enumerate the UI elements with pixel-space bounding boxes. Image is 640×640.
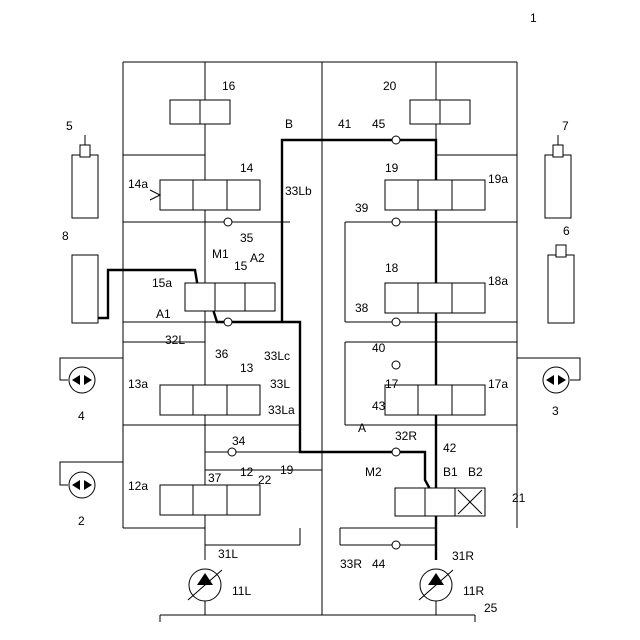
motor-4	[60, 358, 123, 393]
valve-17	[385, 385, 485, 415]
label-43: 43	[372, 399, 386, 413]
cylinder-7	[545, 135, 571, 218]
label-8: 8	[62, 229, 69, 243]
label-12: 12	[240, 465, 254, 479]
label-14: 14	[240, 161, 254, 175]
label-22: 22	[258, 473, 272, 487]
label-31L: 31L	[218, 547, 238, 561]
valve-16	[170, 100, 230, 124]
actuator-8	[72, 255, 98, 323]
label-21: 21	[512, 491, 526, 505]
label-17: 17	[385, 377, 399, 391]
label-16: 16	[222, 79, 236, 93]
label-33La: 33La	[268, 403, 295, 417]
label-45: 45	[372, 117, 386, 131]
motor-2	[60, 462, 123, 498]
label-38: 38	[355, 301, 369, 315]
label-34: 34	[232, 434, 246, 448]
valve-18	[385, 283, 485, 313]
label-A: A	[358, 421, 366, 435]
label-33R: 33R	[340, 557, 362, 571]
label-13: 13	[240, 361, 254, 375]
label-B1: B1	[443, 465, 458, 479]
motor-3	[517, 358, 580, 393]
label-B: B	[285, 117, 293, 131]
label-11L: 11L	[232, 584, 251, 598]
valve-19	[385, 180, 485, 210]
valve-20	[410, 100, 470, 124]
label-14a: 14a	[128, 177, 148, 191]
valve-21	[395, 488, 485, 516]
label-31R: 31R	[452, 549, 474, 563]
label-37: 37	[208, 471, 222, 485]
label-3: 3	[552, 404, 559, 418]
label-33Lc: 33Lc	[264, 349, 290, 363]
label-18a: 18a	[488, 274, 508, 288]
label-19b: 19	[280, 463, 294, 477]
label-42: 42	[443, 441, 457, 455]
pump-11L	[188, 569, 222, 601]
label-4: 4	[78, 409, 85, 423]
label-20: 20	[383, 79, 397, 93]
label-33L: 33L	[270, 377, 290, 391]
valve-12	[160, 485, 260, 515]
label-5: 5	[66, 119, 73, 133]
valve-15	[185, 283, 275, 311]
label-17a: 17a	[488, 377, 508, 391]
valve-13	[160, 385, 260, 415]
label-13a: 13a	[128, 377, 148, 391]
label-1: 1	[530, 11, 537, 25]
label-12a: 12a	[128, 479, 148, 493]
label-39: 39	[355, 201, 369, 215]
labels: 1 5 7 8 6 4 3 2 16 20 14 14a 19 19a 15 1…	[62, 11, 570, 615]
label-18: 18	[385, 261, 399, 275]
label-B2: B2	[468, 465, 483, 479]
valve-14	[150, 180, 260, 210]
label-M2: M2	[365, 465, 382, 479]
label-A2: A2	[250, 251, 265, 265]
label-6: 6	[563, 224, 570, 238]
label-2: 2	[78, 514, 85, 528]
label-11R: 11R	[463, 584, 484, 598]
label-15: 15	[234, 259, 248, 273]
label-44: 44	[372, 557, 386, 571]
label-25: 25	[484, 601, 498, 615]
label-19a: 19a	[488, 172, 508, 186]
label-32L: 32L	[165, 333, 185, 347]
label-15a: 15a	[152, 276, 172, 290]
label-40: 40	[372, 341, 386, 355]
label-33Lb: 33Lb	[285, 184, 312, 198]
label-35: 35	[240, 231, 254, 245]
label-36: 36	[215, 347, 229, 361]
label-32R: 32R	[395, 429, 417, 443]
label-19: 19	[385, 161, 399, 175]
label-A1: A1	[156, 307, 171, 321]
cylinder-5	[72, 135, 98, 218]
pump-11R	[419, 569, 453, 601]
label-7: 7	[562, 119, 569, 133]
label-41: 41	[338, 117, 352, 131]
cylinder-6	[548, 245, 574, 323]
label-M1: M1	[212, 247, 229, 261]
